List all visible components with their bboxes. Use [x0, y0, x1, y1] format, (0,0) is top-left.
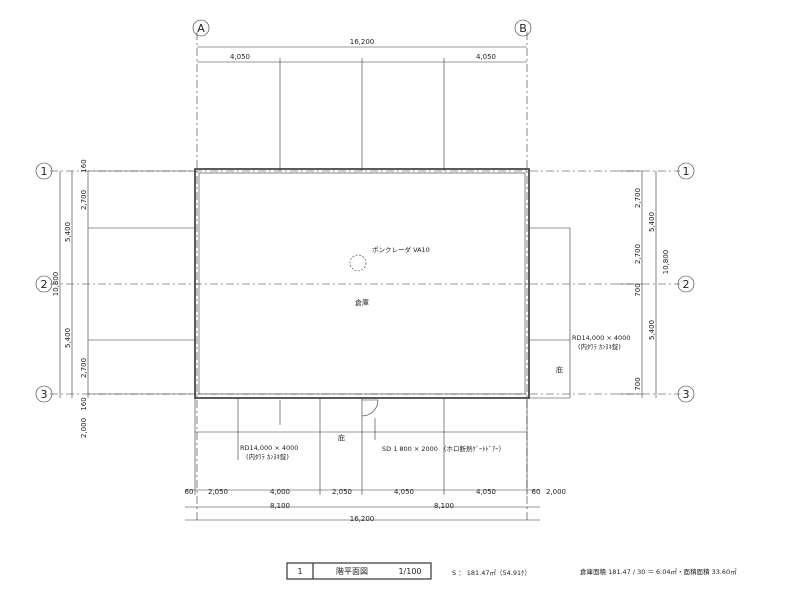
dim-bottom-half-right: 8,100: [434, 502, 454, 510]
door-right-label: RD14,000 × 4000: [572, 334, 630, 342]
grid-label-2-left: 2: [41, 278, 48, 291]
footer-area: S ： 181.47㎡（54.91ｹ）: [452, 568, 531, 577]
dim-bottom-left-small: 60: [185, 488, 194, 496]
dim-left-lower: 2,700: [80, 358, 88, 378]
grid-label-3-left: 3: [41, 388, 48, 401]
dim-bottom-half-left: 8,100: [270, 502, 290, 510]
dim-right-span-1-2: 5,400: [648, 212, 656, 232]
dim-bottom-seg-2: 4,000: [270, 488, 290, 496]
room-warehouse: 倉庫: [355, 298, 369, 307]
dim-left-upper: 2,700: [80, 190, 88, 210]
dim-bottom-right-small: 60: [532, 488, 541, 496]
dim-left-overall: 10,800: [52, 272, 60, 297]
grid-label-a: A: [197, 22, 205, 35]
door-right-sublabel: (内ﾀﾜﾗ ｶﾝﾇｷ錠): [578, 342, 621, 351]
dim-right-mid: 2,700: [634, 244, 642, 264]
dim-right-upper: 2,700: [634, 188, 642, 208]
grid-label-1-left: 1: [41, 165, 48, 178]
title-scale: 1/100: [398, 567, 421, 576]
grid-label-b: B: [519, 22, 527, 35]
door-left-sublabel: (内ﾀﾜﾗ ｶﾝﾇｷ錠): [246, 452, 289, 461]
door-small-label: SD 1 800 × 2000 （ホロ断熱ｹﾞｰﾄﾄﾞｱｰ）: [382, 444, 505, 453]
dim-bottom-seg-3: 2,050: [332, 488, 352, 496]
dim-left-bottom-small: 160: [80, 397, 88, 410]
dim-bottom-overall: 16,200: [350, 515, 375, 523]
eave-label-right: 庇: [556, 365, 563, 374]
dim-right-small-1: 700: [634, 283, 642, 296]
dim-top-right: 4,050: [476, 53, 496, 61]
dim-top-overall: 16,200: [350, 38, 375, 46]
dim-right-overall: 10,800: [662, 250, 670, 275]
grid-label-2-right: 2: [683, 278, 690, 291]
dim-right-small-2: 700: [634, 377, 642, 390]
dim-bottom-seg-1: 2,050: [208, 488, 228, 496]
dim-left-span-2-3: 5,400: [64, 328, 72, 348]
eave-label-bottom: 庇: [338, 433, 345, 442]
dim-bottom-right-extra: 2,000: [546, 488, 566, 496]
dim-bottom-seg-4: 4,050: [394, 488, 414, 496]
pump-label: ポンクレーダ VA10: [372, 245, 430, 254]
door-left-label: RD14,000 × 4000: [240, 444, 298, 452]
dim-top-left: 4,050: [230, 53, 250, 61]
title-name: 階平面図: [336, 566, 368, 576]
grid-label-1-right: 1: [683, 165, 690, 178]
grid-label-3-right: 3: [683, 388, 690, 401]
dim-left-annex: 2,000: [80, 418, 88, 438]
footer-note: 倉庫面積 181.47 / 30 ＝ 6.04㎡・面積面積 33.60㎡: [580, 567, 737, 576]
dim-left-top-small: 160: [80, 159, 88, 172]
dim-left-span-1-2: 5,400: [64, 222, 72, 242]
title-number: 1: [297, 567, 302, 576]
dim-right-span-2-3: 5,400: [648, 320, 656, 340]
dim-bottom-seg-5: 4,050: [476, 488, 496, 496]
